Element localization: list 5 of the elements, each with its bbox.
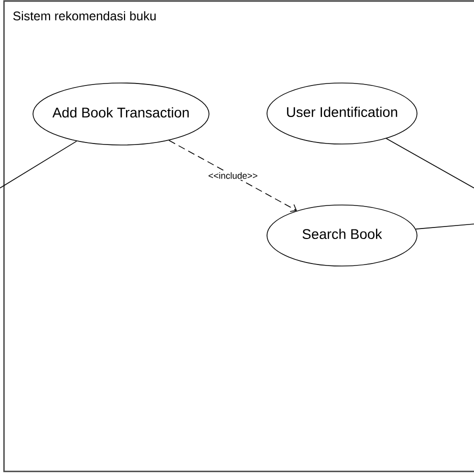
dashed-arrow	[168, 140, 297, 212]
line	[386, 138, 474, 188]
edge-label: <<include>>	[207, 171, 259, 180]
line	[415, 224, 474, 230]
line	[0, 140, 77, 188]
